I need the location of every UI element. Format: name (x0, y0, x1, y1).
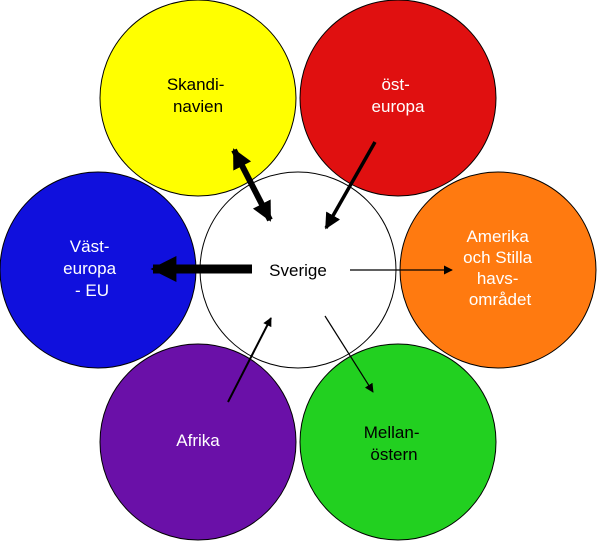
region-osteuropa: öst- europa (299, 0, 497, 197)
region-mellanostern: Mellan- östern (299, 343, 497, 541)
arrow-sverige-mellanostern (324, 315, 374, 393)
skandinavien-circle (99, 0, 297, 197)
amerika-label: Amerika och Stilla havs- området (463, 227, 537, 309)
sverige-label: Sverige (269, 261, 327, 280)
osteuropa-circle (299, 0, 497, 197)
vasteuropa-label: Väst- europa - EU (63, 237, 121, 300)
skandinavien-label: Skandi- navien (167, 75, 229, 116)
region-skandinavien: Skandi- navien (99, 0, 297, 197)
arrow-osteuropa-sverige (324, 141, 377, 230)
afrika-label: Afrika (176, 431, 220, 450)
arrow-skandinavien-sverige (231, 148, 273, 222)
osteuropa-label: öst- europa (372, 75, 425, 116)
afrika-circle (99, 343, 297, 541)
region-vasteuropa: Väst- europa - EU (0, 171, 197, 369)
mellanostern-label: Mellan- östern (364, 423, 424, 464)
region-afrika: Afrika (99, 343, 297, 541)
mellanostern-circle (299, 343, 497, 541)
arrow-afrika-sverige (227, 317, 272, 403)
arrows (150, 141, 453, 403)
